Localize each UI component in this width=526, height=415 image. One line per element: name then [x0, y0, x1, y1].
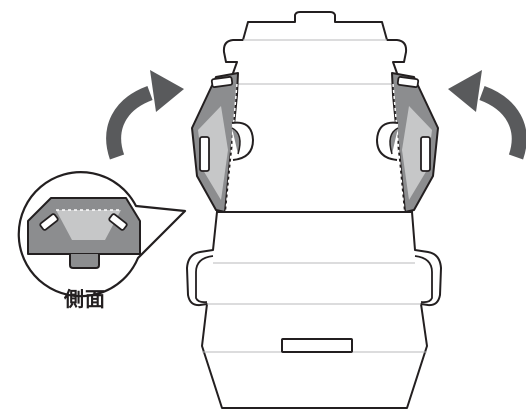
right-side-flap [375, 72, 439, 213]
handle-slot [281, 338, 353, 353]
callout-label-side-face: 側面 [64, 287, 106, 311]
upper-box-panel [216, 11, 413, 213]
right-flap-slot [396, 76, 420, 88]
lower-box-panel [186, 211, 442, 409]
left-curved-arrow-icon [106, 70, 184, 160]
left-flap-slot [210, 76, 234, 88]
magnified-flap-slot-left [39, 213, 59, 231]
right-flap-slot-vertical [420, 136, 431, 172]
right-curved-arrow-icon [448, 70, 526, 160]
side-view-callout [17, 171, 187, 298]
left-side-flap [191, 72, 255, 213]
magnified-flap-slot-right [108, 213, 128, 231]
left-flap-slot-vertical [199, 136, 210, 172]
